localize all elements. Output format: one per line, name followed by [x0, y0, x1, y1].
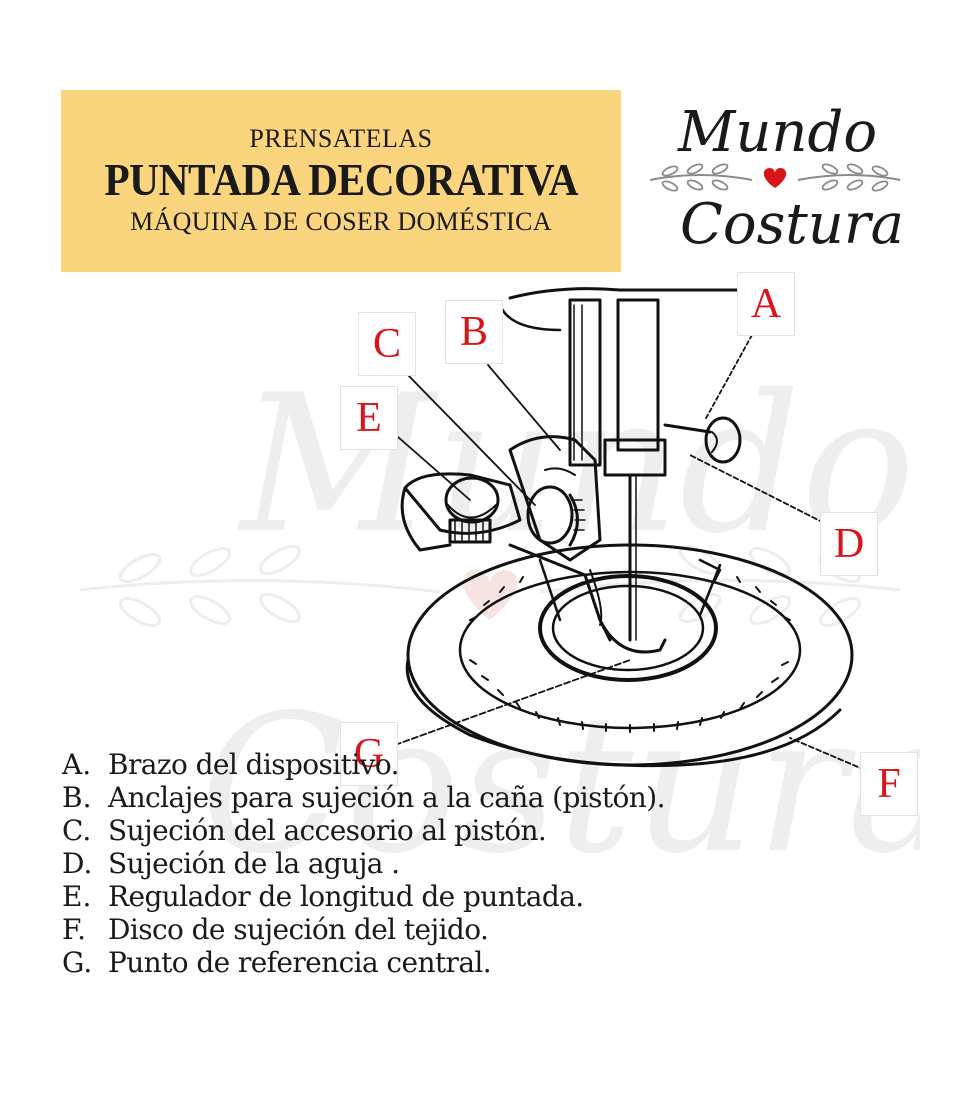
legend-item: D. Sujeción de la aguja . — [62, 847, 665, 880]
leader-line-c — [404, 371, 536, 506]
needle-clamp — [603, 438, 667, 477]
leader-lines — [389, 334, 866, 771]
stitch-regulator — [403, 472, 522, 535]
legend-text: Punto de referencia central. — [108, 946, 492, 979]
legend-letter: A. — [62, 748, 92, 781]
legend-letter: C. — [62, 814, 92, 847]
leader-line-f — [789, 737, 866, 771]
thumb-screw — [704, 416, 742, 464]
legend-text: Anclajes para sujeción a la caña (pistón… — [108, 781, 665, 814]
leader-line-d — [689, 454, 839, 531]
disc-tick-marks — [469, 576, 791, 733]
legend-item: G. Punto de referencia central. — [62, 946, 665, 979]
leader-line-g — [394, 659, 631, 746]
left-branch-icon — [649, 174, 753, 181]
legend-text: Regulador de longitud de puntada. — [108, 880, 584, 913]
legend-letter: G. — [62, 946, 93, 979]
machine-head-outline — [508, 287, 742, 300]
right-branch-icon — [797, 174, 901, 181]
callout-a: A — [737, 272, 795, 336]
header-banner: PRENSATELAS PUNTADA DECORATIVA MÁQUINA D… — [61, 90, 621, 272]
callout-f: F — [860, 752, 918, 816]
leader-line-e — [389, 429, 471, 501]
callout-b: B — [445, 300, 503, 364]
legend-item: B. Anclajes para sujeción a la caña (pist… — [62, 781, 665, 814]
legend-item: C. Sujeción del accesorio al pistón. — [62, 814, 665, 847]
center-ring — [538, 574, 718, 682]
presser-bar — [568, 298, 602, 467]
legend-letter: D. — [62, 847, 93, 880]
legend-letter: E. — [62, 880, 92, 913]
logo-word-top: Mundo — [678, 100, 878, 165]
callout-c: C — [358, 312, 416, 376]
logo-word-bottom: Costura — [680, 192, 905, 257]
legend-list: A. Brazo del dispositivo. B. Anclajes para… — [62, 748, 665, 979]
needle-bar — [616, 298, 660, 452]
regulator-knob — [444, 476, 500, 524]
clamp-screw — [526, 485, 574, 545]
legend-text: Brazo del dispositivo. — [108, 748, 400, 781]
callout-d: D — [820, 512, 878, 576]
header-subtitle: MÁQUINA DE COSER DOMÉSTICA — [130, 206, 552, 236]
callout-g: G — [340, 722, 398, 786]
legend-letter: B. — [62, 781, 92, 814]
callout-e: E — [340, 386, 398, 450]
heart-icon — [763, 168, 787, 188]
legend-item: A. Brazo del dispositivo. — [62, 748, 665, 781]
legend-item: E. Regulador de longitud de puntada. — [62, 880, 665, 913]
header-title: PUNTADA DECORATIVA — [104, 153, 578, 205]
legend-letter: F. — [62, 913, 86, 946]
legend-item: F. Disco de sujeción del tejido. — [62, 913, 665, 946]
brand-logo: Mundo Costura — [640, 100, 910, 270]
header-supertitle: PRENSATELAS — [249, 124, 433, 154]
logo-ornament — [649, 163, 901, 192]
legend-text: Sujeción del accesorio al pistón. — [108, 814, 547, 847]
leader-line-b — [487, 364, 561, 451]
legend-text: Sujeción de la aguja . — [108, 847, 400, 880]
legend-text: Disco de sujeción del tejido. — [108, 913, 489, 946]
leader-line-a — [704, 334, 753, 421]
presser-foot — [598, 618, 667, 654]
